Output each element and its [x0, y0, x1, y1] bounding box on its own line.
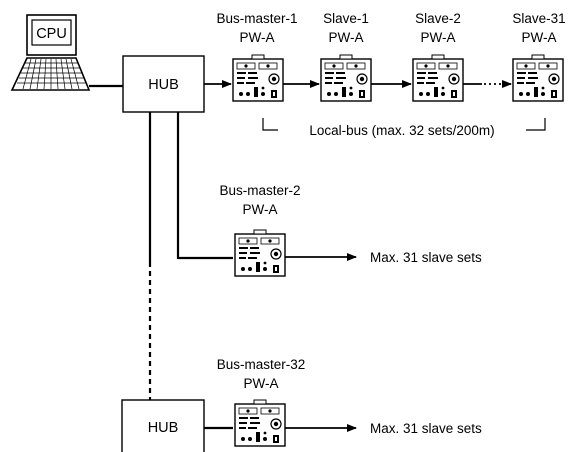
device-model: PW-A — [420, 30, 455, 45]
device-slave-1 — [320, 54, 372, 102]
device-bus-master-2 — [234, 229, 286, 277]
keyboard-keys — [17, 58, 86, 90]
device-model: PW-A — [239, 30, 274, 45]
local-bus-label: Local-bus (max. 32 sets/200m) — [309, 123, 494, 138]
device-bus-master-1 — [232, 54, 284, 102]
monitor-screen — [31, 19, 72, 46]
device-slave-31 — [512, 54, 564, 102]
hub-top-label: HUB — [148, 77, 179, 93]
device-slave-2 — [412, 54, 464, 102]
cpu-label: CPU — [36, 26, 67, 42]
local-bus-bracket-left — [262, 118, 278, 131]
cpu-terminal: CPU — [10, 14, 91, 91]
device-name: Slave-31 — [512, 11, 565, 26]
device-name: Slave-2 — [415, 11, 461, 26]
max-slave-label-2: Max. 31 slave sets — [370, 421, 482, 436]
device-bus-master-32 — [234, 399, 286, 447]
local-bus-bracket-right — [526, 118, 546, 131]
device-name: Slave-1 — [323, 11, 369, 26]
device-name: Bus-master-2 — [219, 183, 300, 198]
device-model: PW-A — [243, 376, 278, 391]
hub-bottom-label: HUB — [148, 420, 179, 436]
device-name: Bus-master-1 — [216, 11, 297, 26]
device-model: PW-A — [242, 202, 277, 217]
device-model: PW-A — [521, 30, 556, 45]
max-slave-label-1: Max. 31 slave sets — [370, 250, 482, 265]
hub-bottom — [121, 399, 205, 452]
device-model: PW-A — [328, 30, 363, 45]
device-name: Bus-master-32 — [217, 357, 306, 372]
